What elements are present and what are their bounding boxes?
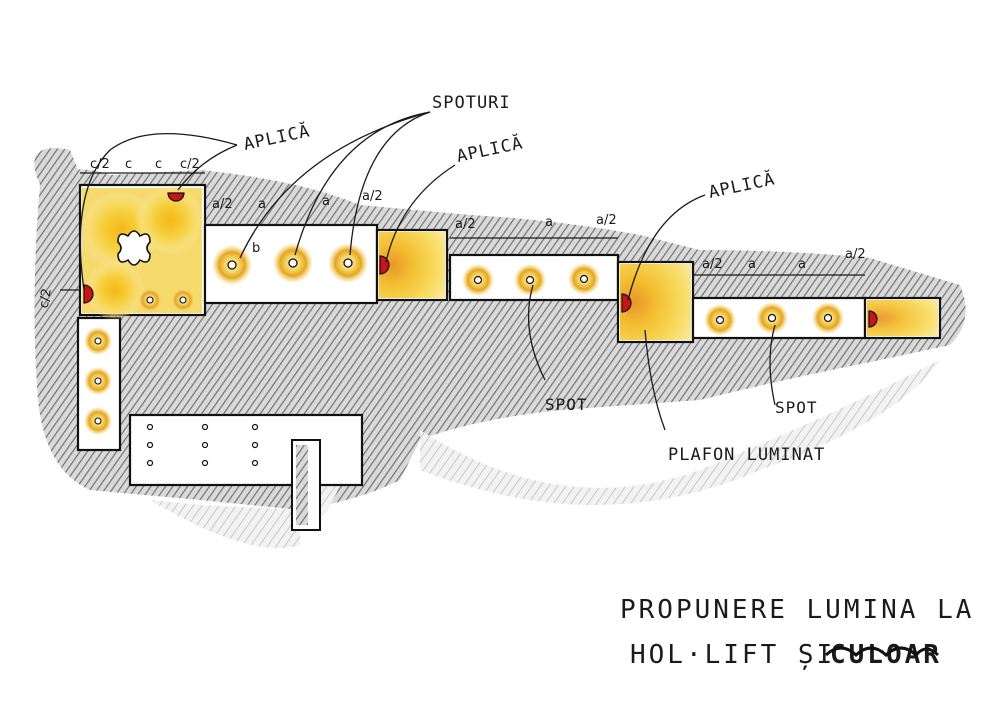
dimension-lines: [60, 172, 865, 291]
dim-seg3-2: a: [748, 257, 756, 272]
spot-light: [514, 264, 546, 296]
spot-light: [704, 304, 736, 336]
sconce: [83, 284, 94, 304]
dim-seg3-1: a/2: [702, 257, 723, 272]
sconce: [167, 192, 185, 202]
dim-seg2-2: a: [545, 215, 553, 230]
title-line-1: PROPUNERE LUMINA LA: [620, 595, 974, 625]
dim-seg3-4: a/2: [845, 247, 866, 262]
leader-lines: [79, 111, 776, 431]
lift-symbol: [117, 230, 151, 266]
spot-lights: [84, 243, 844, 435]
sconce: [868, 310, 878, 328]
dim-seg2-1: a/2: [455, 217, 476, 232]
spot-light: [756, 302, 788, 334]
dim-seg1-3: a: [322, 194, 330, 209]
scribble-overlay: [824, 646, 940, 658]
spot-light: [462, 264, 494, 296]
stair-hatch: [296, 445, 308, 525]
platon-glow-1: [379, 232, 445, 298]
label-spot-right: SPOT: [775, 398, 818, 417]
spot-light: [84, 327, 112, 355]
label-spoturi: SPOTURI: [432, 93, 511, 113]
dim-seg1-4: a/2: [362, 189, 383, 204]
spot-light: [171, 288, 195, 312]
dim-seg2-3: a/2: [596, 213, 617, 228]
dim-hall-3: c: [155, 157, 162, 172]
spot-light: [138, 288, 162, 312]
lower-room-fixtures: [146, 423, 259, 467]
dim-seg1-2: a: [258, 197, 266, 212]
lower-room: [128, 413, 364, 487]
spot-light: [84, 367, 112, 395]
platon-glow-2: [620, 264, 691, 340]
dim-hall-4: c/2: [180, 157, 200, 172]
dim-seg3-3: a: [798, 257, 806, 272]
spot-light: [84, 407, 112, 435]
spot-light: [273, 243, 313, 283]
dim-b: b: [252, 241, 260, 256]
spot-light: [212, 245, 252, 285]
label-platon: PLAFON LUMINAT: [668, 445, 825, 465]
spot-light: [328, 243, 368, 283]
spot-light: [812, 302, 844, 334]
dim-seg1-1: a/2: [212, 197, 233, 212]
dim-hall-1: c/2: [90, 157, 110, 172]
spot-light: [568, 263, 600, 295]
label-aplica-right: APLICĂ: [706, 167, 777, 203]
platon-glow-3: [867, 300, 938, 336]
label-aplica-mid: APLICĂ: [454, 131, 525, 167]
dim-hall-2: c: [125, 157, 132, 172]
title-line-2: HOL·LIFT ȘI: [630, 640, 835, 670]
dim-side: c/2: [37, 287, 55, 309]
label-spot-left: SPOT: [545, 395, 588, 414]
label-aplica-top: APLICĂ: [241, 119, 312, 155]
